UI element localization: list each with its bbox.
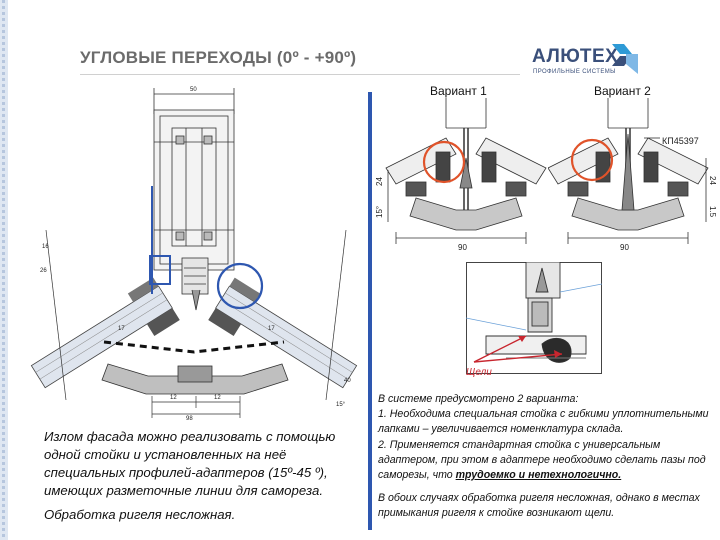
dim-left-angle: 16: [42, 244, 49, 250]
v2-part-code: КП45397: [662, 136, 699, 146]
v1-dim-left-a: 24: [376, 177, 384, 186]
gap-label: Щели: [466, 367, 492, 378]
variant-1-drawing: 90 24 15°: [376, 98, 547, 252]
right-line-3: 2. Применяется стандартная стойка с унив…: [378, 438, 716, 484]
dim-mid-b: 17: [268, 326, 275, 332]
left-corner-drawing: 50 98 12 12 17 17 16 26 40 15°: [30, 87, 358, 420]
right-description: В системе предусмотрено 2 варианта: 1. Н…: [378, 392, 716, 522]
logo-subtitle: ПРОФИЛЬНЫЕ СИСТЕМЫ: [533, 69, 616, 75]
left-description: Излом фасада можно реализовать с помощью…: [44, 428, 364, 524]
right-spacer: [378, 483, 716, 491]
right-line-1: В системе предусмотрено 2 варианта:: [378, 393, 579, 405]
v2-dim-right-b: 1.5: [708, 206, 717, 218]
dim-left-height: 26: [40, 268, 47, 274]
right-line-2: 1. Необходима специальная стойка с гибки…: [378, 408, 709, 436]
company-logo: АЛЮТЕХ ПРОФИЛЬНЫЕ СИСТЕМЫ: [532, 42, 642, 82]
right-line-3-text: 2. Применяется стандартная стойка с унив…: [378, 438, 706, 482]
seal-gap-detail: [466, 262, 602, 374]
dim-bottom-a: 12: [170, 395, 177, 401]
dim-right-angle: 15°: [336, 402, 346, 408]
logo-name: АЛЮТЕХ: [532, 46, 619, 67]
variant-2-label: Вариант 2: [594, 84, 651, 98]
dim-top-width: 50: [190, 87, 197, 93]
variant-1-label: Вариант 1: [430, 84, 487, 98]
left-para-1: Излом фасада можно реализовать с помощью…: [44, 429, 336, 498]
variant-2-drawing: КП45397 90 24 1.5: [548, 98, 717, 252]
left-para-2: Обработка ригеля несложная.: [44, 507, 236, 522]
logo-mark-icon: [612, 44, 638, 74]
right-line-3-emphasis: трудоемко и нетехнологично.: [455, 469, 622, 482]
v2-dim-right-a: 24: [708, 176, 717, 185]
left-edge-decoration: [0, 0, 8, 540]
dim-right-height: 40: [344, 378, 351, 384]
v2-dim-bottom: 90: [620, 243, 629, 252]
dim-mid-a: 17: [118, 326, 125, 332]
page-title: УГЛОВЫЕ ПЕРЕХОДЫ (0º - +90º): [80, 48, 357, 67]
v1-dim-bottom: 90: [458, 243, 467, 252]
dim-bottom-b: 12: [214, 395, 221, 401]
right-line-4: В обоих случаях обработка ригеля несложн…: [378, 492, 700, 520]
v1-dim-left-b: 15°: [376, 206, 384, 218]
dim-bottom-width: 98: [186, 416, 193, 420]
title-underline: [80, 74, 520, 75]
vertical-divider: [368, 92, 372, 530]
